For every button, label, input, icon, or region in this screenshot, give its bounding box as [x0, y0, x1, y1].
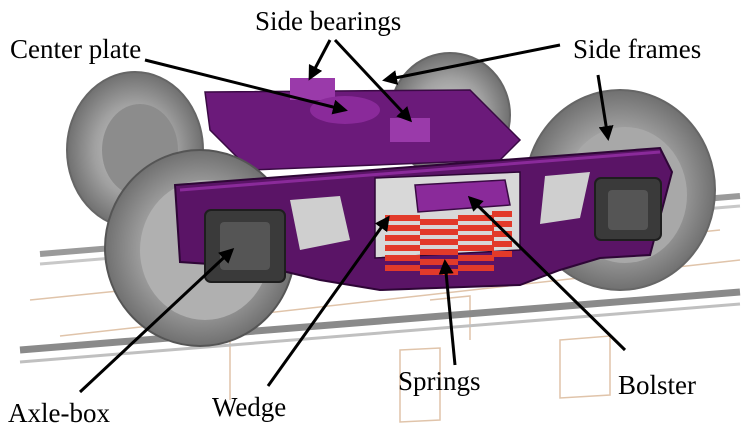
- label-side-frames: Side frames: [573, 34, 701, 64]
- arrow-side-bearings-left: [308, 39, 332, 81]
- label-side-bearings: Side bearings: [255, 6, 401, 36]
- rail-front: [19, 288, 741, 354]
- label-springs: Springs: [398, 366, 481, 396]
- spring: [420, 219, 458, 275]
- arrow-springs: [438, 259, 457, 366]
- spring: [458, 215, 494, 271]
- arrow-bolster: [467, 195, 627, 352]
- frame-cutout: [290, 196, 350, 250]
- pointer-arrows: [78, 38, 627, 394]
- rail-front-base: [19, 302, 741, 364]
- frame-cutout: [540, 172, 590, 224]
- springs-group: [385, 211, 512, 275]
- spring: [385, 215, 420, 271]
- side-frame-highlight: [179, 150, 661, 192]
- sleeper: [559, 335, 611, 399]
- label-axle-box: Axle-box: [8, 398, 110, 428]
- spring: [492, 211, 512, 257]
- bolster-top: [204, 78, 522, 171]
- side-bearing-right: [390, 118, 430, 142]
- arrow-side-frames-front: [596, 74, 614, 141]
- sleeper: [399, 347, 441, 423]
- label-center-plate: Center plate: [10, 34, 141, 64]
- bolster-end: [414, 179, 511, 213]
- label-bolster: Bolster: [618, 370, 696, 400]
- axle-box-face: [608, 190, 648, 230]
- arrow-side-frames-back: [382, 43, 561, 86]
- arrow-wedge: [266, 215, 390, 387]
- arrow-side-bearings-right: [333, 38, 413, 123]
- axle-box-face: [220, 222, 270, 270]
- arrow-axle-box: [78, 247, 235, 394]
- arrow-center-plate: [144, 58, 348, 115]
- axle-boxes: [204, 177, 662, 283]
- side-bearing-left: [290, 78, 335, 100]
- label-wedge: Wedge: [212, 392, 286, 422]
